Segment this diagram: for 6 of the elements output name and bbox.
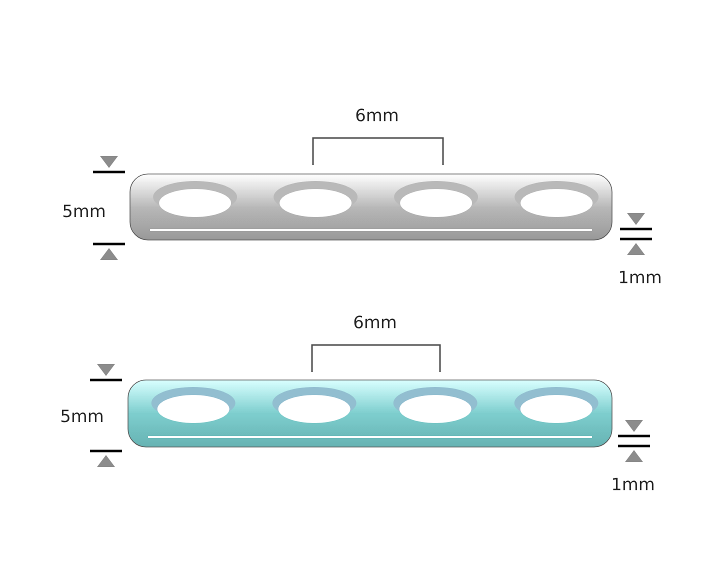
dimension-label: 6mm xyxy=(356,108,398,122)
dimension-label: 1mm xyxy=(620,270,660,284)
dimension-label: 1mm xyxy=(612,478,654,490)
dimension-label: 6mm xyxy=(354,316,396,328)
dimension-label: 5mm xyxy=(61,410,102,422)
dimension-label: 5mm xyxy=(63,204,104,218)
